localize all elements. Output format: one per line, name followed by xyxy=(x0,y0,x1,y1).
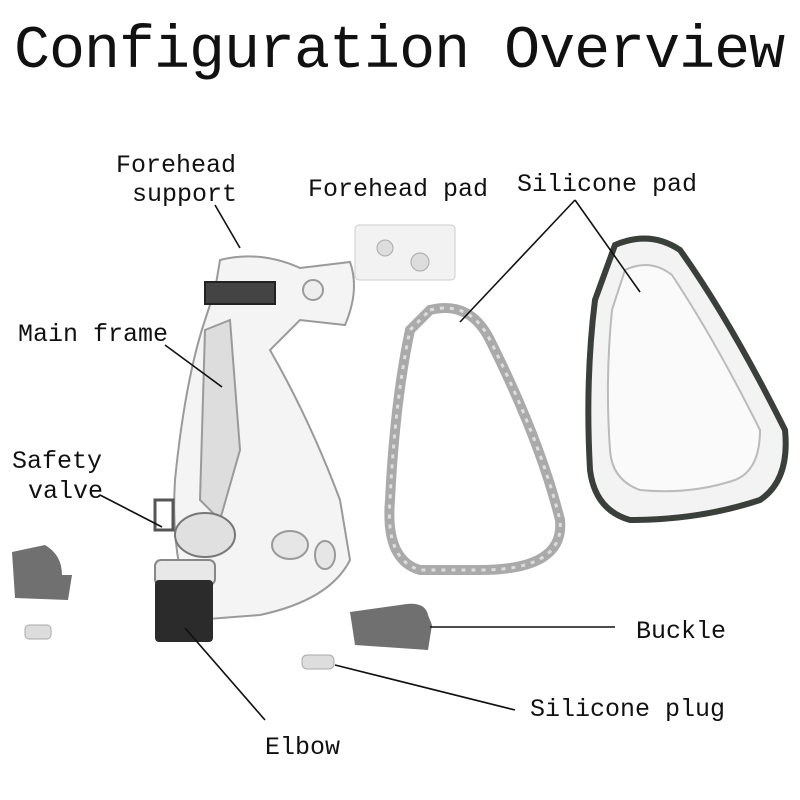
leader-elbow xyxy=(184,627,266,721)
leader-safety-valve xyxy=(99,494,163,528)
label-safety-valve-line1: Safety xyxy=(12,447,103,476)
label-elbow: Elbow xyxy=(265,733,341,762)
label-forehead-support-line1: Forehead xyxy=(116,151,237,180)
safety-valve-part xyxy=(153,498,236,558)
label-buckle: Buckle xyxy=(636,617,727,646)
label-silicone-plug: Silicone plug xyxy=(530,695,726,724)
leader-forehead-support xyxy=(214,204,241,249)
silicone-plug-part xyxy=(301,654,335,670)
leader-main-frame xyxy=(164,344,223,388)
forehead-pad-part xyxy=(354,224,456,281)
silicone-pad-outer-part xyxy=(585,235,789,524)
label-forehead-support-line2: support xyxy=(132,180,238,209)
silicone-pad-inner-part xyxy=(384,303,566,575)
elbow-part xyxy=(154,559,216,642)
leader-lines xyxy=(99,199,641,721)
leader-silicone-pad-outer xyxy=(574,199,641,293)
leader-silicone-plug xyxy=(334,664,516,711)
spare-buckle-part xyxy=(12,545,72,640)
label-silicone-pad: Silicone pad xyxy=(517,170,698,199)
label-safety-valve-line2: valve xyxy=(28,477,104,506)
buckle-part xyxy=(350,603,432,650)
leader-silicone-pad-inner xyxy=(459,199,576,323)
label-forehead-pad: Forehead pad xyxy=(308,175,489,204)
diagram-title: Configuration Overview xyxy=(14,18,785,86)
label-main-frame: Main frame xyxy=(18,320,169,349)
